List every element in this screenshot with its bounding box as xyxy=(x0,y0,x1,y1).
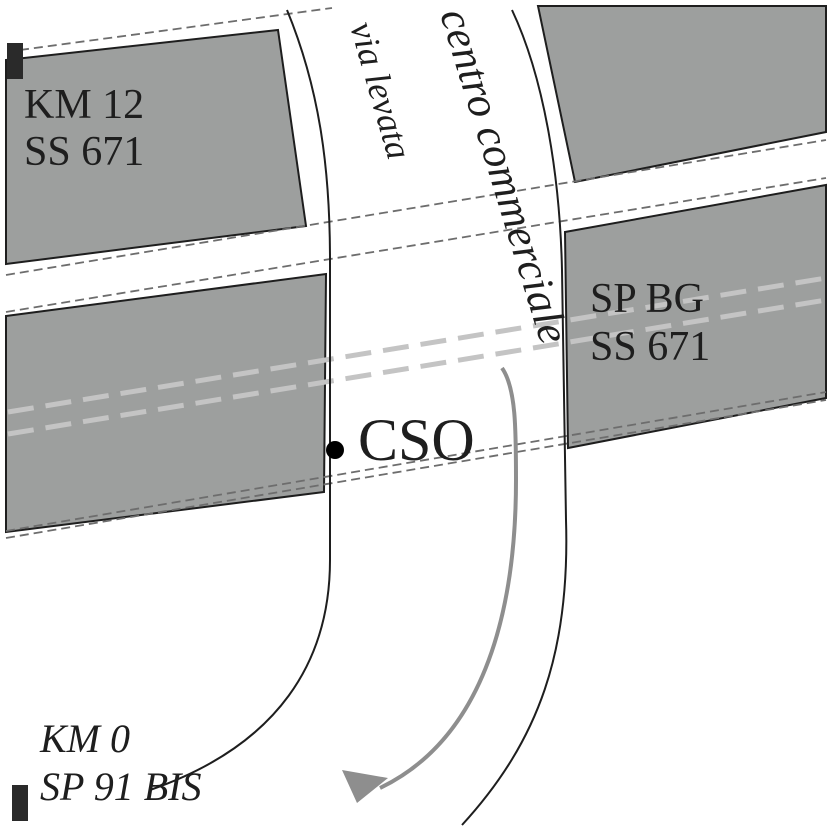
junction-label: SP BG SS 671 xyxy=(590,276,715,370)
road-edge-middle-south xyxy=(5,177,827,313)
rail-line-north xyxy=(7,275,827,415)
south-marker-km: KM 0 xyxy=(39,716,130,761)
block-north-west xyxy=(5,28,308,266)
north-marker-label: KM 12 SS 671 xyxy=(24,82,155,175)
north-marker-road: SS 671 xyxy=(24,129,144,175)
junction-line-1: SP BG xyxy=(590,276,704,322)
block-north-east xyxy=(536,5,827,184)
road-via-levata-edge xyxy=(149,9,331,791)
road-edge-middle-north xyxy=(5,139,827,276)
road-centro-commerciale-edge xyxy=(461,9,568,826)
rail-line-south xyxy=(7,297,827,437)
location-dot-icon xyxy=(326,441,344,459)
block-south-west xyxy=(5,272,328,534)
km-marker-icon xyxy=(7,43,23,79)
north-marker-km: KM 12 xyxy=(24,82,144,128)
road-edge-top xyxy=(19,7,333,51)
route-arrow-icon xyxy=(342,770,388,803)
road-edge-bottom-north xyxy=(5,391,827,532)
route-arrow xyxy=(379,366,519,790)
point-label: CSO xyxy=(358,407,475,473)
street-label-via-levata: via levata xyxy=(342,17,419,164)
block-south-east xyxy=(563,183,827,450)
junction-line-2: SS 671 xyxy=(590,324,710,370)
km-marker-icon xyxy=(12,785,28,821)
south-marker-label: KM 0 SP 91 BIS xyxy=(39,716,201,809)
road-edge-bottom-south xyxy=(5,399,827,539)
south-marker-road: SP 91 BIS xyxy=(40,764,201,809)
